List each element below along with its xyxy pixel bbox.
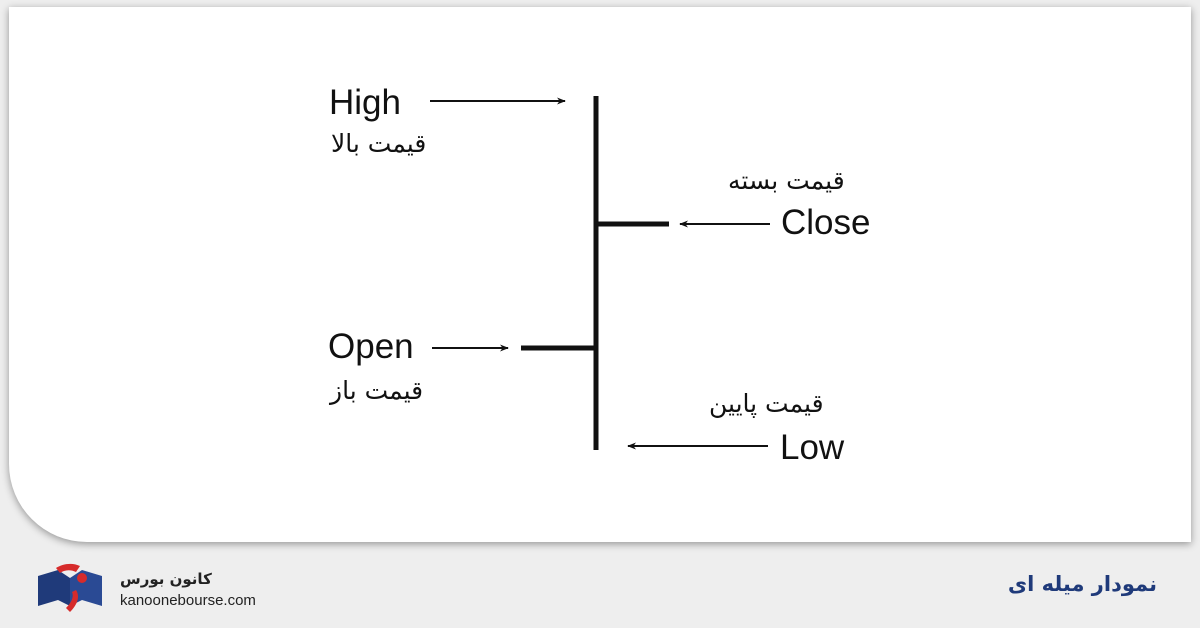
brand-url[interactable]: kanoonebourse.com xyxy=(120,592,256,609)
diagram-card xyxy=(9,7,1191,542)
low-label: Low xyxy=(780,428,845,467)
open-label: Open xyxy=(328,327,414,366)
brand-name: کانون بورس xyxy=(120,570,212,588)
kanoon-bourse-logo xyxy=(38,563,102,612)
high-label-fa: قیمت بالا xyxy=(331,129,427,158)
page-title: نمودار میله ای xyxy=(1007,572,1157,596)
close-label: Close xyxy=(781,203,871,242)
close-label-fa: قیمت بسته xyxy=(728,166,845,195)
open-label-fa: قیمت باز xyxy=(330,376,424,405)
low-label-fa: قیمت پایین xyxy=(709,389,824,418)
high-label: High xyxy=(329,83,401,122)
